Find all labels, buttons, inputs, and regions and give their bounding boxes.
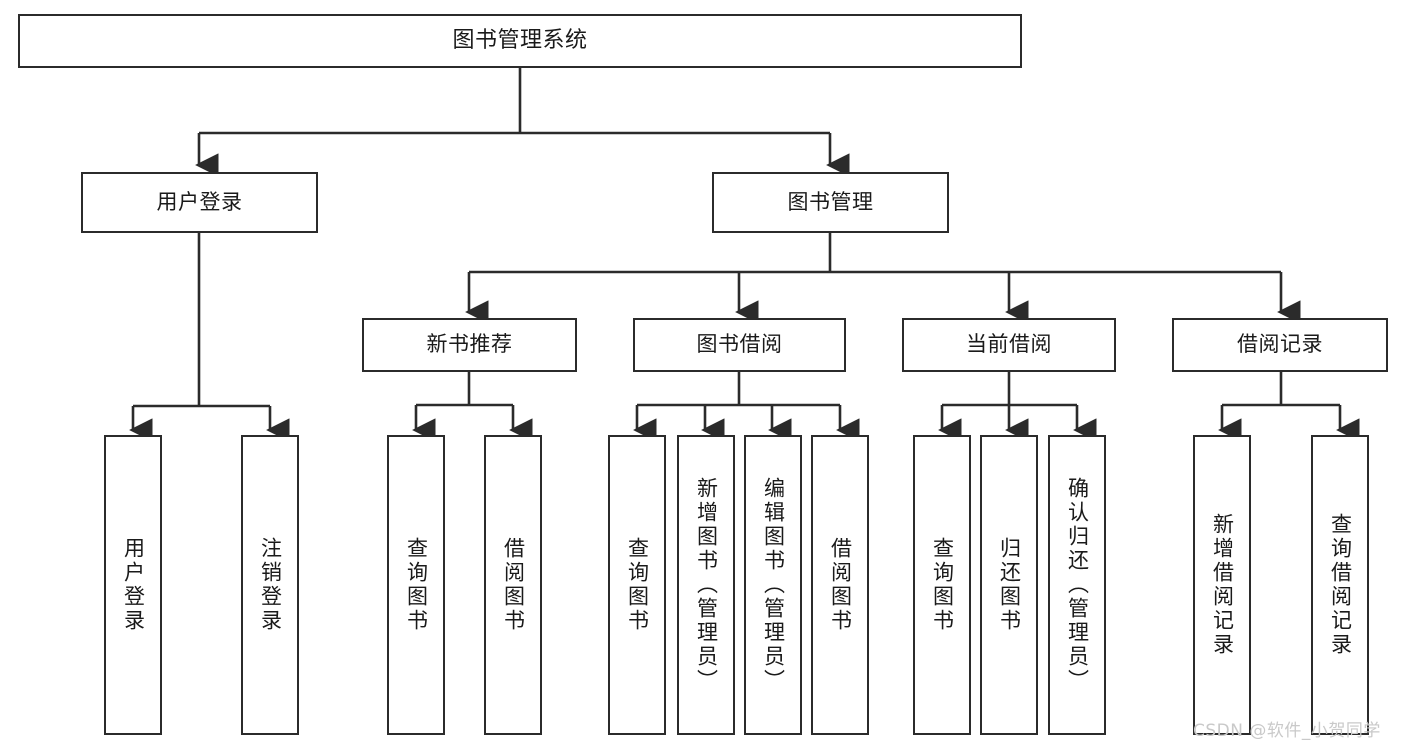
leaf-query-book-3-label: 查询图书 [930, 537, 955, 633]
node-book-management[interactable]: 图书管理 [712, 172, 949, 233]
leaf-query-record-label: 查询借阅记录 [1328, 513, 1353, 657]
node-new-book-recommend-label: 新书推荐 [426, 332, 513, 357]
leaf-user-login-label: 用户登录 [121, 537, 146, 633]
leaf-query-book-1-label: 查询图书 [404, 537, 429, 633]
node-book-borrow-label: 图书借阅 [696, 332, 783, 357]
leaf-confirm-return[interactable]: 确认归还（管理员） [1048, 435, 1106, 735]
leaf-query-book-1[interactable]: 查询图书 [387, 435, 445, 735]
node-borrow-record[interactable]: 借阅记录 [1172, 318, 1388, 372]
node-current-borrow-label: 当前借阅 [966, 332, 1052, 357]
node-user-login-label: 用户登录 [156, 189, 243, 214]
node-book-borrow[interactable]: 图书借阅 [633, 318, 846, 372]
leaf-query-book-2[interactable]: 查询图书 [608, 435, 666, 735]
leaf-add-book-label: 新增图书（管理员） [694, 477, 719, 693]
leaf-query-record[interactable]: 查询借阅记录 [1311, 435, 1369, 735]
leaf-logout-login[interactable]: 注销登录 [241, 435, 299, 735]
node-borrow-record-label: 借阅记录 [1237, 332, 1323, 357]
node-user-login[interactable]: 用户登录 [81, 172, 318, 233]
leaf-user-login[interactable]: 用户登录 [104, 435, 162, 735]
leaf-logout-login-label: 注销登录 [258, 537, 283, 633]
leaf-query-book-3[interactable]: 查询图书 [913, 435, 971, 735]
node-new-book-recommend[interactable]: 新书推荐 [362, 318, 577, 372]
leaf-borrow-book-2[interactable]: 借阅图书 [811, 435, 869, 735]
node-book-management-label: 图书管理 [787, 189, 874, 214]
leaf-add-book[interactable]: 新增图书（管理员） [677, 435, 735, 735]
leaf-return-book[interactable]: 归还图书 [980, 435, 1038, 735]
node-root[interactable]: 图书管理系统 [18, 14, 1022, 68]
watermark: CSDN @软件_小贺同学 [1193, 721, 1381, 741]
leaf-borrow-book-2-label: 借阅图书 [828, 537, 853, 633]
node-root-label: 图书管理系统 [452, 27, 588, 53]
leaf-edit-book-label: 编辑图书（管理员） [761, 477, 786, 693]
leaf-borrow-book-1[interactable]: 借阅图书 [484, 435, 542, 735]
leaf-edit-book[interactable]: 编辑图书（管理员） [744, 435, 802, 735]
node-current-borrow[interactable]: 当前借阅 [902, 318, 1116, 372]
leaf-borrow-book-1-label: 借阅图书 [501, 537, 526, 633]
leaf-return-book-label: 归还图书 [997, 537, 1022, 633]
leaf-add-record[interactable]: 新增借阅记录 [1193, 435, 1251, 735]
leaf-query-book-2-label: 查询图书 [625, 537, 650, 633]
leaf-add-record-label: 新增借阅记录 [1210, 513, 1235, 657]
leaf-confirm-return-label: 确认归还（管理员） [1065, 477, 1090, 693]
